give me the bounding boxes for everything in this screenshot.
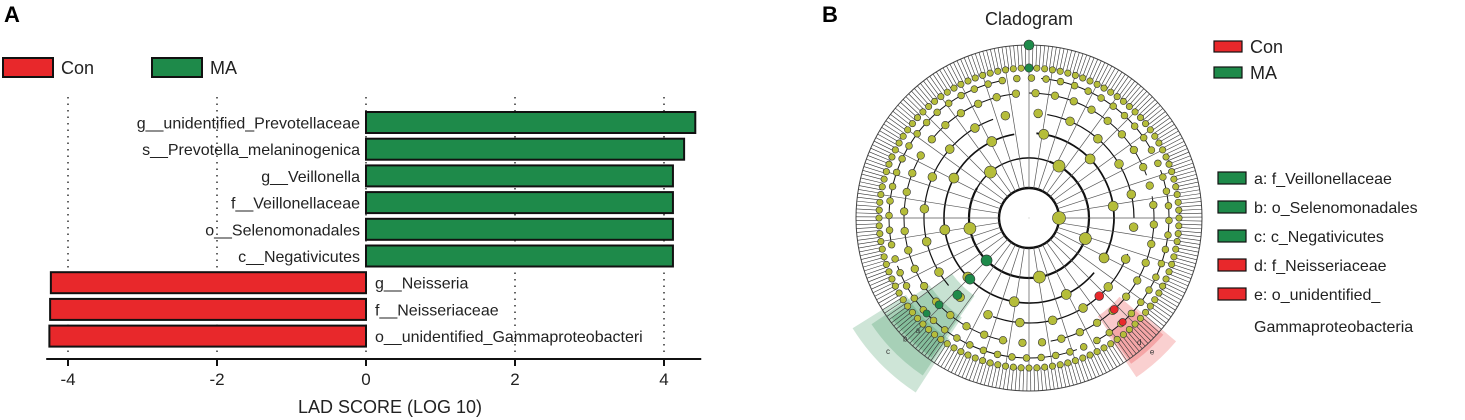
- x-tick-label: -2: [209, 370, 224, 389]
- taxa-key-swatch: [1217, 229, 1247, 243]
- bar-c__Negativicutes: [365, 244, 674, 268]
- branch-spoke: [1057, 171, 1172, 210]
- branch-spoke: [1049, 238, 1136, 325]
- branch-spoke: [1046, 242, 1118, 340]
- branch-spoke: [982, 75, 1021, 190]
- branch-spoke: [886, 226, 1001, 265]
- branch-spoke: [1053, 235, 1151, 307]
- bar-s__Prevotella_melaninogenica: [365, 137, 686, 161]
- taxa-key-label: a: f_Veillonellaceae: [1254, 171, 1392, 188]
- branch-arc: [1036, 132, 1115, 261]
- x-tick-label: 2: [510, 370, 519, 389]
- bar-f__Neisseriaceae: [49, 297, 368, 321]
- bar-label: o__unidentified_Gammaproteobacteri: [375, 329, 643, 346]
- bar-label: f__Neisseriaceae: [375, 302, 499, 319]
- taxa-key-label: b: o_Selenomonadales: [1254, 200, 1418, 217]
- bar-label: o__Selenomonadales: [205, 222, 360, 239]
- branch-spoke: [1057, 226, 1172, 265]
- branch-spoke: [1037, 75, 1076, 190]
- panel-b-label: B: [822, 2, 838, 27]
- branch-spoke: [960, 244, 1016, 352]
- branch-spoke: [886, 171, 1001, 210]
- taxa-key-label: d: f_Neisseriaceae: [1254, 258, 1387, 275]
- bar-label: g__unidentified_Prevotellaceae: [137, 116, 360, 133]
- taxa-key-label: c: c_Negativicutes: [1254, 229, 1384, 246]
- clado-legend-swatch-ma: [1213, 66, 1243, 79]
- taxa-key-swatch: [1217, 171, 1247, 185]
- taxa-key-swatch: [1217, 258, 1247, 272]
- branch-spoke: [1055, 149, 1163, 205]
- bar-g__Veillonella: [365, 164, 674, 188]
- branch-spoke: [1053, 129, 1151, 201]
- legend-swatch-con: [2, 57, 54, 78]
- lda-x-axis-title: LAD SCORE (LOG 10): [298, 397, 482, 417]
- branch-arc: [932, 92, 1019, 138]
- legend-label-ma: MA: [210, 58, 237, 78]
- taxa-key-label: e: o_unidentified_: [1254, 287, 1381, 304]
- bar-label: f__Veillonellaceae: [231, 196, 360, 213]
- bar-o__Selenomonadales: [365, 217, 674, 241]
- branch-spoke: [880, 194, 1000, 214]
- panel-a-label: A: [4, 2, 20, 27]
- lda-legend: Con MA: [2, 57, 237, 78]
- branch-spoke: [1058, 222, 1178, 242]
- x-tick-label: 4: [659, 370, 668, 389]
- taxa-key-swatch: [1217, 287, 1247, 301]
- bar-g__unidentified_Prevotellaceae: [365, 111, 697, 134]
- branch-arc: [923, 118, 994, 286]
- clade-sector-c: [852, 294, 951, 393]
- bar-g__Neisseria: [49, 271, 368, 295]
- legend-swatch-ma: [151, 57, 203, 78]
- branch-spoke: [1042, 84, 1098, 192]
- branch-spoke: [922, 111, 1009, 198]
- cladogram-nodes: [875, 39, 1183, 372]
- branch-arc: [943, 133, 1095, 304]
- clado-legend-label-ma: MA: [1250, 63, 1277, 83]
- bar-label: g__Neisseria: [375, 276, 468, 293]
- bar-label: g__Veillonella: [261, 169, 360, 186]
- branch-spoke: [1046, 96, 1118, 194]
- bar-label: c__Negativicutes: [238, 249, 360, 266]
- branch-spoke: [1037, 246, 1076, 361]
- sector-letter-a: a: [916, 326, 921, 335]
- bar-label: s__Prevotella_melaninogenica: [142, 142, 360, 159]
- bar-o__unidentified_Gammaproteobacteri: [48, 324, 367, 348]
- clado-legend-label-con: Con: [1250, 37, 1283, 57]
- sector-letter-e: e: [1150, 348, 1155, 357]
- branch-arc: [992, 253, 1129, 324]
- branch-spoke: [1005, 69, 1025, 189]
- x-tick-label: -4: [60, 370, 75, 389]
- sector-letter-c: c: [886, 347, 890, 356]
- branch-spoke: [940, 96, 1012, 194]
- legend-label-con: Con: [61, 58, 94, 78]
- lda-bars: [48, 111, 697, 348]
- branch-spoke: [1033, 247, 1053, 367]
- cladogram-leaf-lines: [856, 45, 1202, 391]
- cladogram-title: Cladogram: [985, 9, 1073, 29]
- bar-f__Veillonellaceae: [365, 191, 674, 215]
- branch-spoke: [895, 231, 1003, 287]
- lda-x-axis: -4 -2 0 2 4: [46, 358, 702, 389]
- clado-legend-swatch-con: [1213, 40, 1243, 53]
- lda-bar-labels: g__unidentified_Prevotellaceae s__Prevote…: [137, 116, 643, 347]
- branch-arc: [1047, 114, 1135, 219]
- branch-spoke: [907, 235, 1005, 307]
- cladogram-group-legend: Con MA: [1213, 37, 1283, 83]
- cladogram-taxa-key: a: f_Veillonellaceae b: o_Selenomonadales…: [1217, 171, 1418, 304]
- panel-a: A Con MA g__unidentified_Prevotellaceaes…: [2, 2, 702, 417]
- branch-spoke: [940, 242, 1012, 340]
- sector-letter-d: d: [1137, 338, 1141, 347]
- taxa-key-swatch: [1217, 200, 1247, 214]
- x-tick-label: 0: [361, 370, 370, 389]
- branch-spoke: [982, 246, 1021, 361]
- branch-spoke: [907, 129, 1005, 201]
- taxa-key-continuation: Gammaproteobacteria: [1254, 319, 1413, 336]
- branch-arc: [976, 157, 1050, 189]
